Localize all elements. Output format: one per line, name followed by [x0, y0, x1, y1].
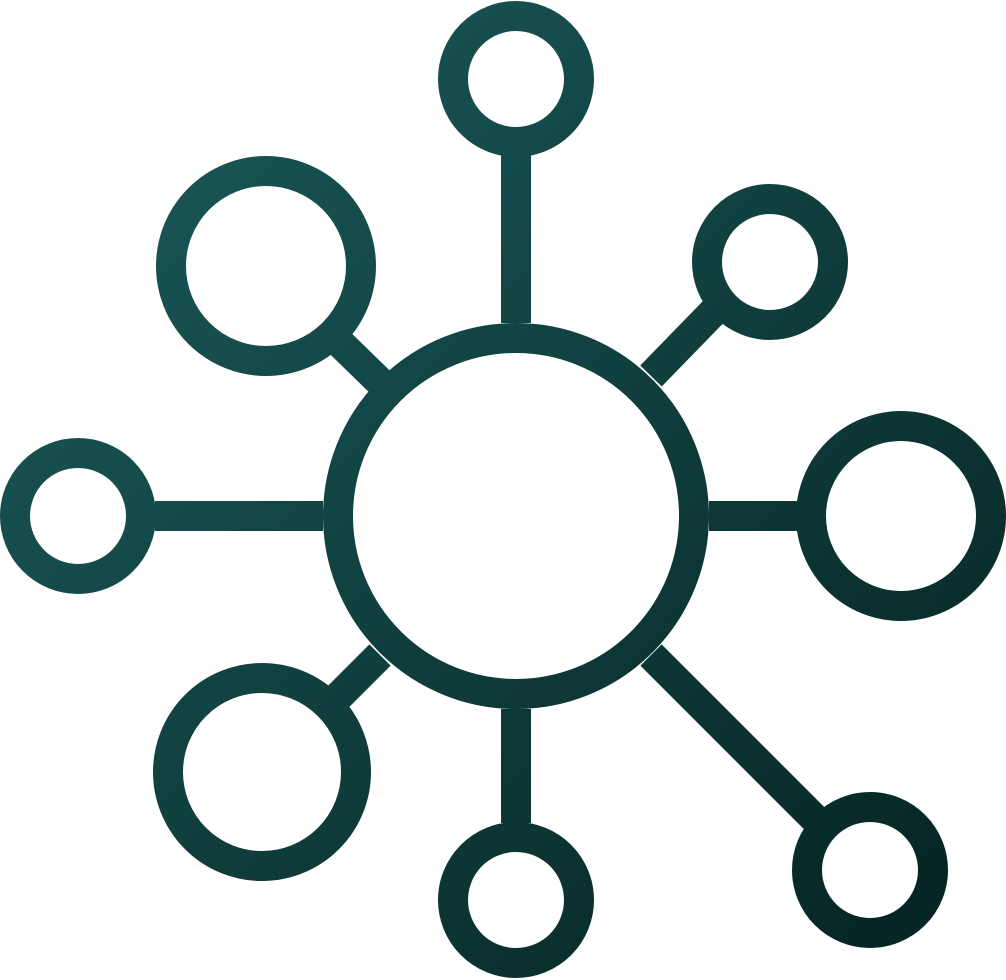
node-top-right	[692, 184, 848, 340]
node-bottom	[438, 822, 594, 978]
node-bottom-right	[792, 792, 948, 948]
node-top	[438, 1, 594, 157]
node-bottom-left	[153, 663, 371, 881]
spoke-top-left	[329, 332, 391, 393]
hub-center-node	[323, 323, 709, 709]
node-right	[796, 411, 1006, 621]
spoke-bottom-left	[324, 644, 391, 711]
spoke-bottom-right	[640, 644, 840, 844]
node-left	[0, 438, 156, 594]
node-top-left	[156, 156, 376, 376]
spoke-top-right	[640, 293, 732, 387]
